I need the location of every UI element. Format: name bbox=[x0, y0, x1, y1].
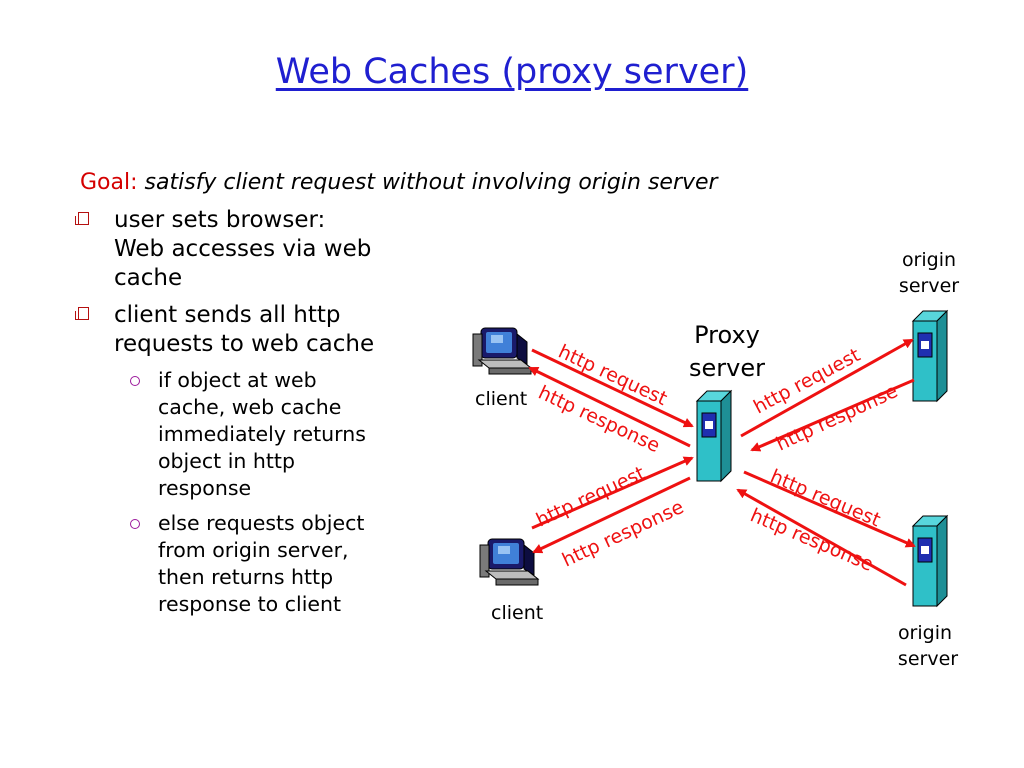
client-computer-icon bbox=[472, 327, 532, 375]
bullet-line: cache bbox=[114, 265, 183, 291]
bullet-item-requests: client sends all http requests to web ca… bbox=[75, 301, 438, 359]
sub-bullet-line: response to client bbox=[158, 592, 342, 616]
arrow-tr-response bbox=[750, 378, 915, 452]
sub-bullet-line: object in http bbox=[158, 449, 295, 473]
sub-bullet-line: response bbox=[158, 476, 252, 500]
bullet-line: user sets browser: bbox=[114, 207, 326, 233]
arrow-tl-response bbox=[528, 366, 691, 448]
circle-bullet-icon bbox=[130, 376, 140, 386]
arrow-bl-request bbox=[531, 456, 694, 530]
arrow-br-request bbox=[743, 470, 916, 548]
sub-bullet-cached: if object at web cache, web cache immedi… bbox=[130, 367, 418, 502]
bullet-list: user sets browser: Web accesses via web … bbox=[75, 206, 438, 626]
sub-bullet-origin: else requests object from origin server,… bbox=[130, 510, 418, 618]
client-top-label: client bbox=[475, 388, 527, 410]
square-bullet-icon bbox=[75, 307, 89, 320]
bullet-line: Web accesses via web bbox=[114, 236, 372, 262]
origin-server-icon bbox=[912, 515, 948, 607]
client-computer-icon bbox=[479, 538, 539, 586]
origin-bottom-label: origin bbox=[898, 622, 952, 644]
origin-top-label: origin bbox=[902, 249, 956, 271]
sub-bullet-line: immediately returns bbox=[158, 422, 366, 446]
goal-label: Goal: bbox=[80, 170, 138, 195]
goal-text: satisfy client request without involving… bbox=[144, 170, 718, 195]
arrow-br-response bbox=[736, 488, 907, 587]
bullet-line: client sends all http bbox=[114, 302, 341, 328]
client-bottom-label: client bbox=[491, 602, 543, 624]
arrow-tl-request bbox=[531, 348, 694, 428]
sub-bullet-line: else requests object bbox=[158, 511, 365, 535]
origin-top-label: server bbox=[899, 275, 959, 297]
origin-server-icon bbox=[912, 310, 948, 402]
square-bullet-icon bbox=[75, 212, 89, 225]
origin-bottom-label: server bbox=[898, 648, 958, 670]
bullet-line: requests to web cache bbox=[114, 331, 375, 357]
slide-title: Web Caches (proxy server) bbox=[275, 52, 749, 92]
proxy-label: Proxy bbox=[694, 321, 760, 349]
arrow-bl-response bbox=[532, 476, 691, 554]
bullet-item-browser: user sets browser: Web accesses via web … bbox=[75, 206, 438, 293]
sub-bullet-line: then returns http bbox=[158, 565, 334, 589]
goal-line: Goal: satisfy client request without inv… bbox=[80, 170, 718, 195]
proxy-server-icon bbox=[696, 390, 732, 482]
arrow-tr-request bbox=[740, 338, 914, 438]
sub-bullet-line: from origin server, bbox=[158, 538, 349, 562]
circle-bullet-icon bbox=[130, 519, 140, 529]
sub-bullet-line: cache, web cache bbox=[158, 395, 342, 419]
proxy-label: server bbox=[689, 354, 765, 382]
sub-bullet-line: if object at web bbox=[158, 368, 317, 392]
